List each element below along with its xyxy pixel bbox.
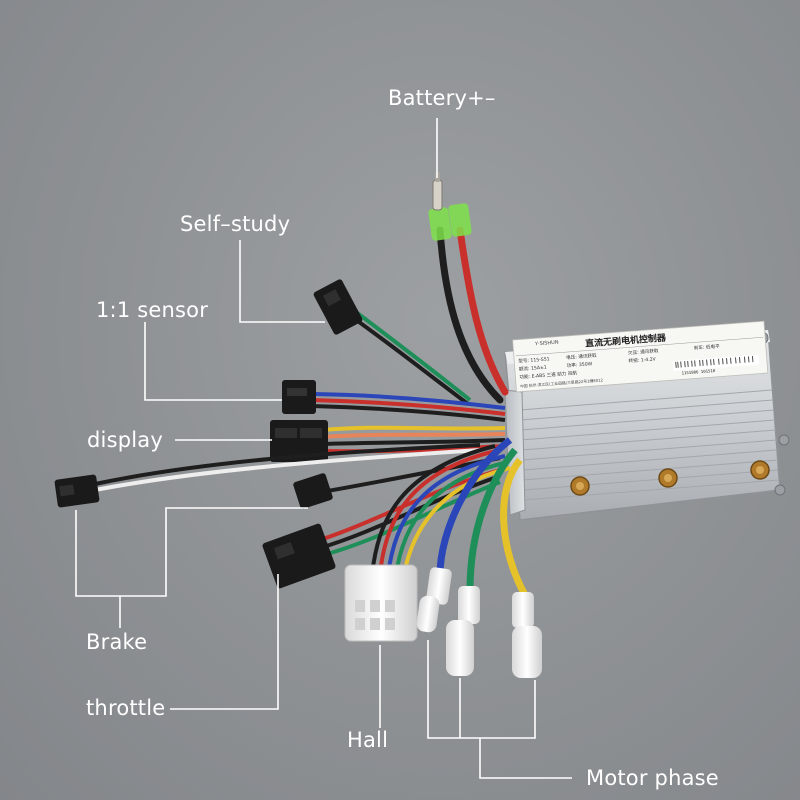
label-brake: Brake xyxy=(86,630,148,654)
terminal-screws xyxy=(570,460,770,496)
brake-connectors xyxy=(54,473,333,509)
sensor-connector xyxy=(282,380,506,422)
plate-undervoltage: 欠压: 通讯获取 xyxy=(628,347,659,356)
leader-motor-a xyxy=(427,640,536,739)
leader-brake xyxy=(75,507,308,597)
plate-brand: Y·SISHUN xyxy=(534,340,559,348)
plate-model: 型号: 115-S51 xyxy=(518,355,550,364)
label-throttle: throttle xyxy=(86,696,166,720)
plate-throttle-range: 转把: 1-4.2V xyxy=(628,355,657,364)
label-display: display xyxy=(87,428,163,452)
plate-barcode xyxy=(672,354,760,372)
leader-motor-main xyxy=(479,738,572,779)
plate-features: 功能: E-ABS 三速 助力 巡航 xyxy=(519,369,577,380)
label-motor-phase: Motor phase xyxy=(586,766,719,790)
label-sensor: 1:1 sensor xyxy=(96,298,209,322)
leader-sensor xyxy=(144,322,282,401)
leader-self-study xyxy=(239,240,325,323)
hall-connector xyxy=(344,444,511,642)
motor-phase-wires xyxy=(436,437,529,597)
barcode-bars xyxy=(675,356,754,368)
battery-connector-sleeves xyxy=(428,172,472,241)
motor-phase-terminals xyxy=(416,567,542,678)
label-hall: Hall xyxy=(347,728,389,752)
self-study-connector xyxy=(313,279,472,406)
plate-brake: 刹车: 低电平 xyxy=(693,343,720,352)
plate-barcode-text: 1151806 101510 xyxy=(681,368,716,376)
plate-address: 中国 杭州·滨江区(工业园路)三星路22号1幢8012 xyxy=(520,377,604,388)
plate-current: 额流: 15A±1 xyxy=(519,364,547,373)
leader-lines xyxy=(75,118,572,779)
plate-voltage: 电压: 通讯获取 xyxy=(566,352,597,361)
leader-throttle xyxy=(170,574,279,710)
battery-wires xyxy=(436,226,509,404)
label-battery: Battery+– xyxy=(388,86,496,110)
display-connector xyxy=(270,420,506,462)
controller-label-plate: Y·SISHUN 直流无刷电机控制器 型号: 115-S51 电压: 通讯获取 … xyxy=(512,320,769,393)
plate-power: 功率: 350W xyxy=(566,360,592,369)
label-self-study: Self–study xyxy=(180,212,291,236)
